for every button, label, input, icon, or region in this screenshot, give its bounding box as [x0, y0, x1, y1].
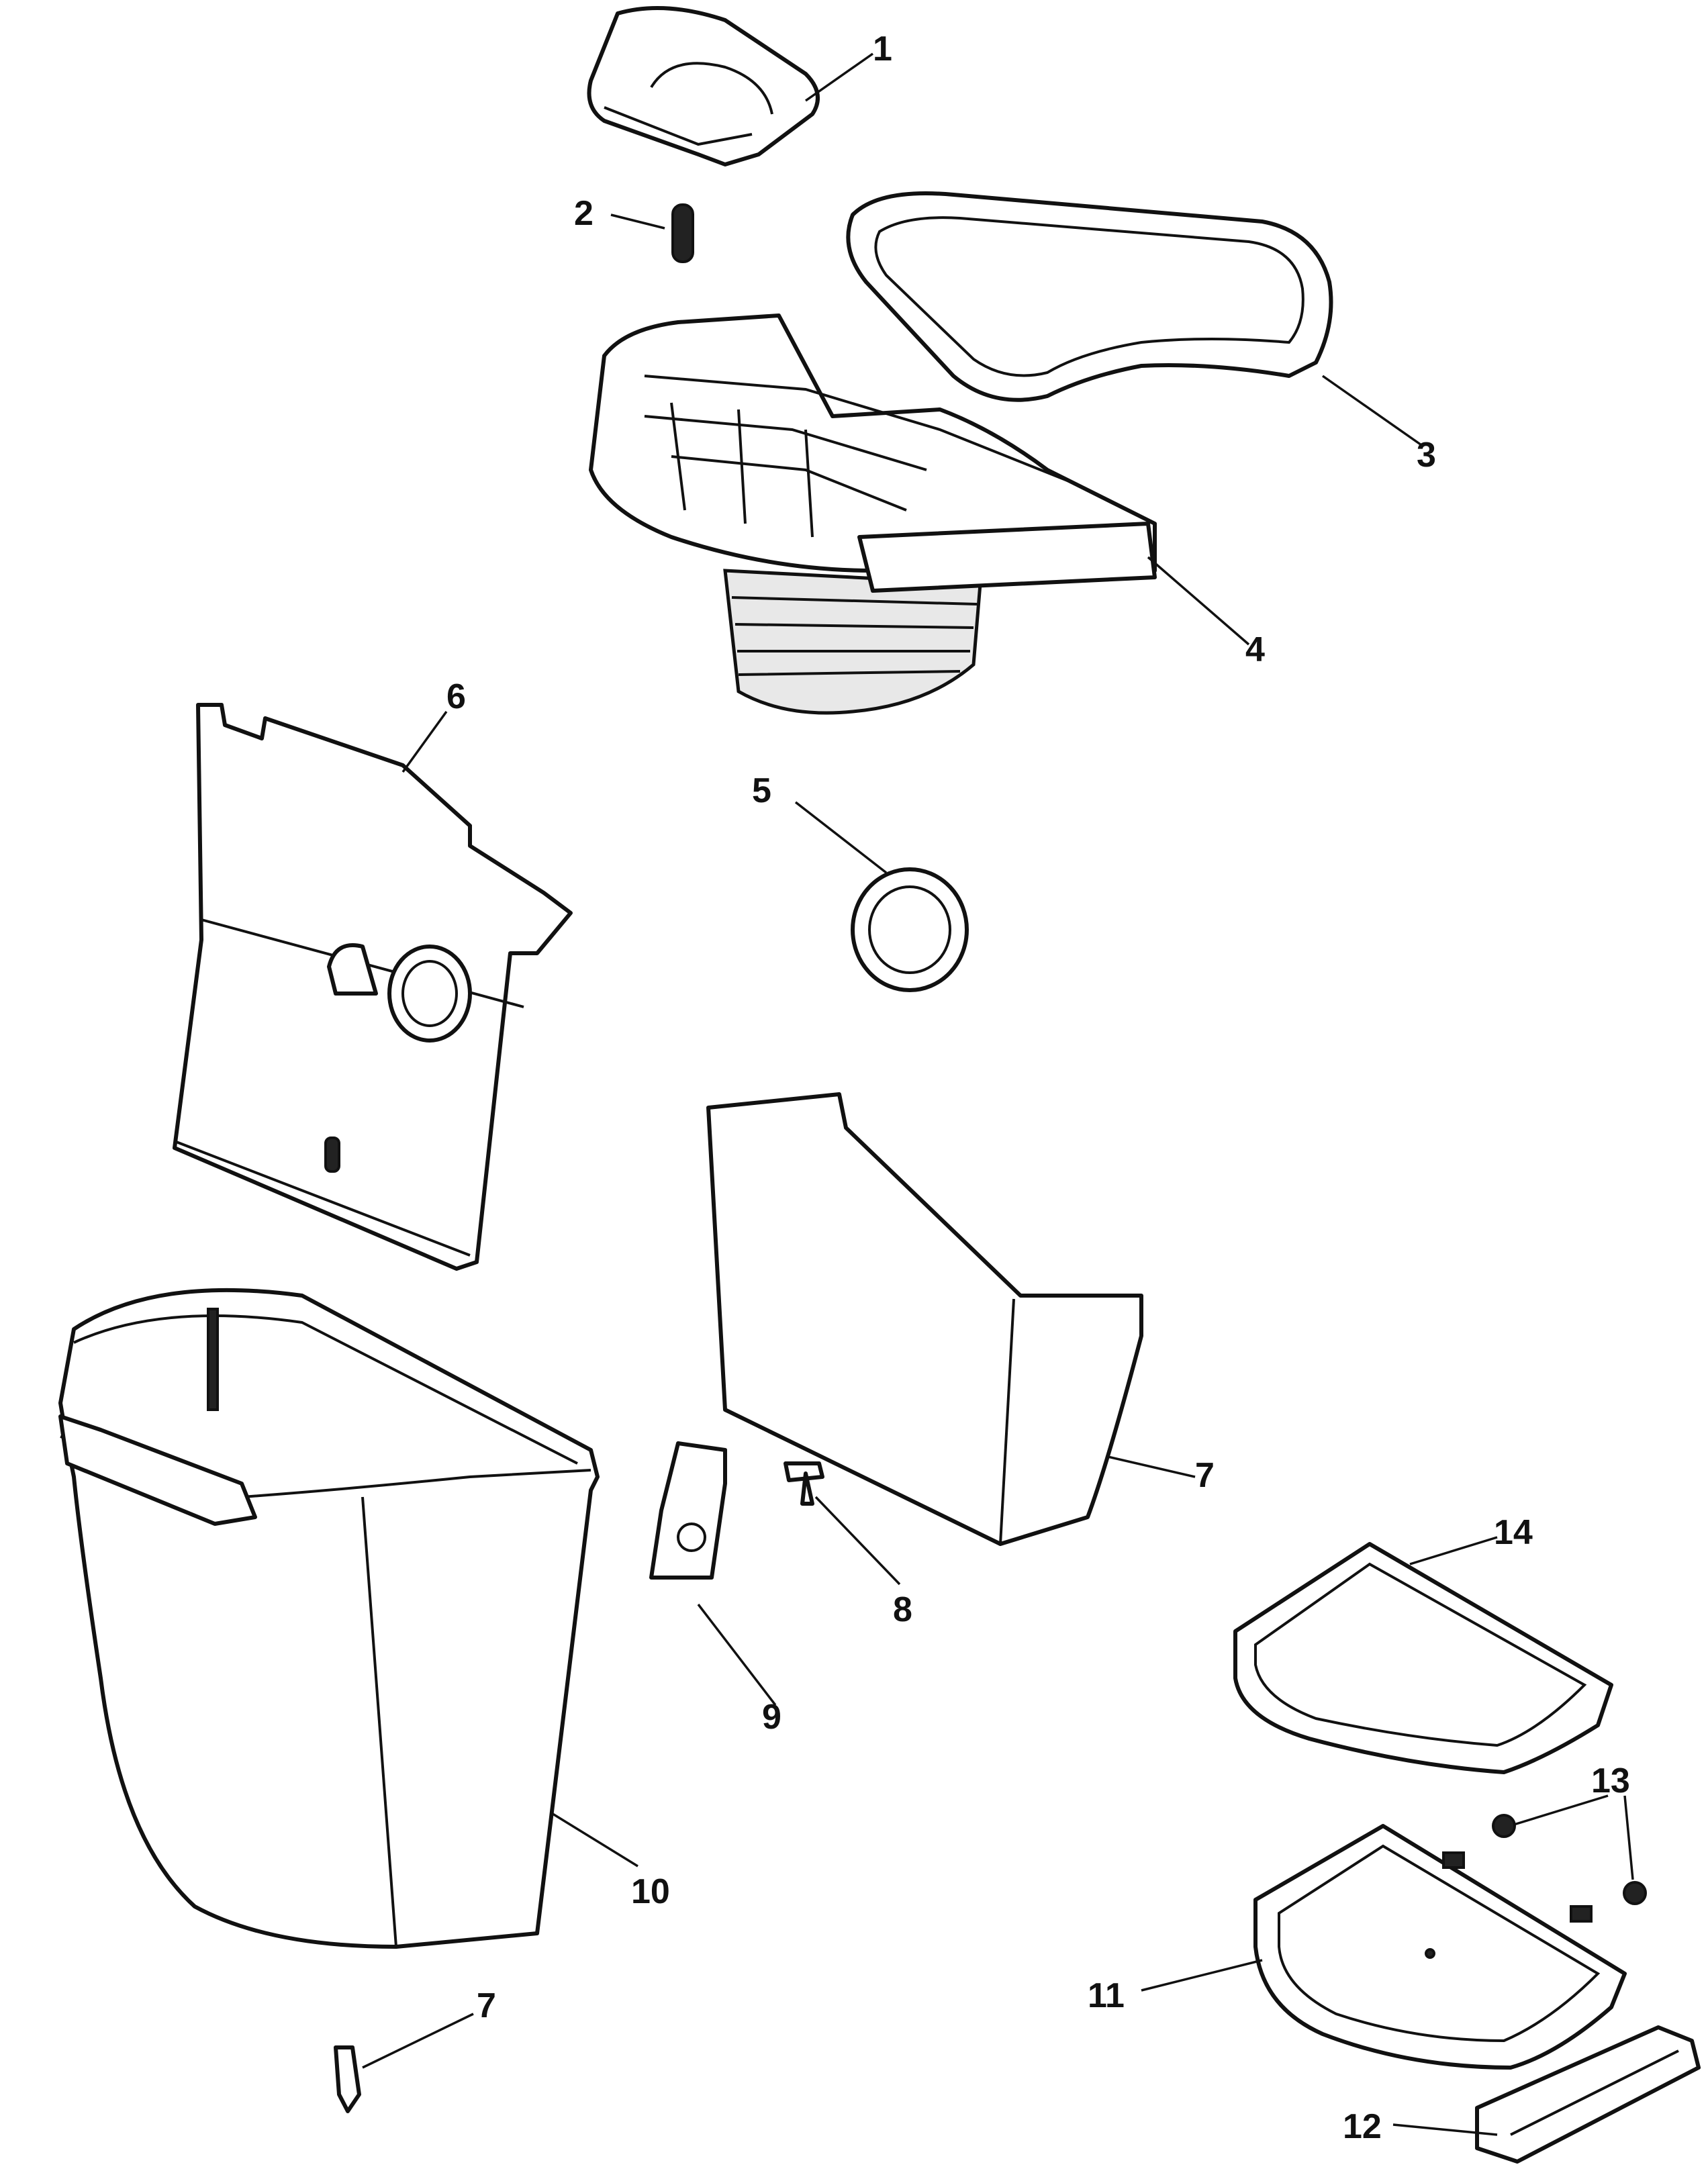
part-10-canister [58, 1288, 600, 1949]
callout-13: 13 [1591, 1761, 1630, 1800]
part-11-tray [1253, 1824, 1627, 2070]
leader-lines [362, 52, 1634, 2136]
callout-1: 1 [873, 30, 892, 68]
callout-11: 11 [1088, 1976, 1125, 2015]
callout-7-bag: 7 [1195, 1456, 1215, 1495]
callout-2: 2 [574, 194, 594, 233]
callout-labels: 1 2 3 4 5 6 7 8 9 10 11 12 13 14 7 [446, 30, 1630, 2146]
part-7-bag [706, 1092, 1143, 1546]
callout-6: 6 [446, 677, 466, 716]
part-14-filter-frame [1233, 1542, 1613, 1774]
part-4-top-housing [589, 313, 1157, 715]
part-6-filter-panel [173, 703, 573, 1271]
part-5-ring [851, 867, 969, 992]
part-9-latch [649, 1441, 727, 1580]
callout-4: 4 [1245, 630, 1265, 669]
part-7-screw [334, 2045, 361, 2113]
part-2-pin [671, 203, 694, 263]
callout-9: 9 [762, 1698, 781, 1737]
callout-8: 8 [893, 1590, 912, 1629]
part-12-bracket [1475, 2025, 1701, 2164]
callout-5: 5 [752, 771, 771, 810]
part-13-fasteners [1492, 1814, 1647, 1905]
part-1-handle-cap [587, 6, 820, 166]
part-3-gasket [846, 191, 1333, 402]
part-8-screw [784, 1461, 824, 1506]
callout-3: 3 [1417, 436, 1436, 475]
callout-7-screw: 7 [477, 1986, 496, 2025]
callout-14: 14 [1494, 1513, 1533, 1552]
callout-12: 12 [1343, 2107, 1382, 2146]
callout-10: 10 [631, 1872, 670, 1911]
